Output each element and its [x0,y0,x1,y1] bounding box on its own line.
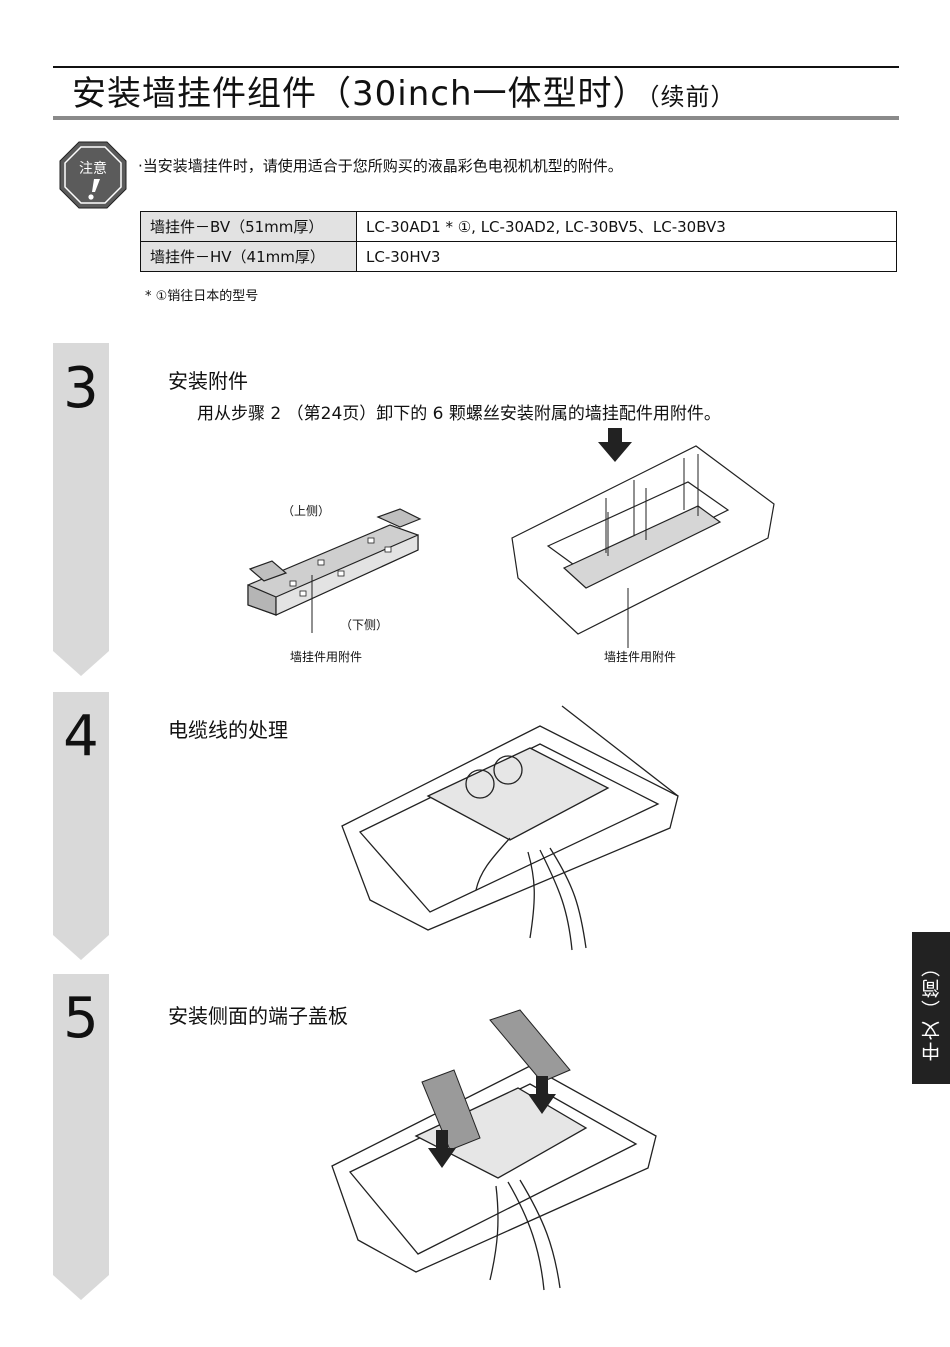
bracket-type-cell: 墙挂件－BV（51mm厚） [141,212,357,242]
step-5-number: 5 [53,987,109,1051]
bracket-illustration [240,505,430,635]
caution-icon-label: 注意 [79,160,107,177]
cable-routing-illustration [340,700,685,965]
bracket-label-right: 墙挂件用附件 [604,648,676,665]
upper-side-label: （上侧） [282,502,330,519]
step-3-number: 3 [53,357,109,421]
model-list-cell: LC-30HV3 [357,242,897,272]
language-tab-label: 中文（简） [918,956,945,1061]
terminal-cover-illustration [330,1010,660,1305]
lower-side-label: （下侧） [340,616,388,633]
step-5-title: 安装侧面的端子盖板 [168,1000,348,1029]
model-table: 墙挂件－BV（51mm厚） LC-30AD1 * ①, LC-30AD2, LC… [140,211,897,272]
step-4-title: 电缆线的处理 [168,714,288,743]
table-row: 墙挂件－HV（41mm厚） LC-30HV3 [141,242,897,272]
step-4-number: 4 [53,705,109,769]
header-top-rule [53,66,899,68]
page-title: 安装墙挂件组件（30inch一体型时）（续前） [72,72,736,119]
header-bottom-rule [53,116,899,120]
page-title-main: 安装墙挂件组件（30inch一体型时） [72,74,648,114]
page-title-sub: （续前） [648,83,736,111]
step-3-description: 用从步骤 2 （第24页）卸下的 6 颗螺丝安装附属的墙挂配件用附件。 [197,399,721,424]
language-tab: 中文（简） [912,932,950,1084]
bracket-label-left: 墙挂件用附件 [290,648,362,665]
down-arrow-icon [598,428,632,462]
side-cover-right [490,1010,570,1082]
caution-icon: 注意 [59,141,127,209]
table-footnote: * ①销往日本的型号 [145,285,258,304]
table-row: 墙挂件－BV（51mm厚） LC-30AD1 * ①, LC-30AD2, LC… [141,212,897,242]
model-list-cell: LC-30AD1 * ①, LC-30AD2, LC-30BV5、LC-30BV… [357,212,897,242]
caution-text: ·当安装墙挂件时，请使用适合于您所购买的液晶彩色电视机机型的附件。 [138,155,623,176]
step-3-title: 安装附件 [168,365,248,394]
tv-back-screws-illustration [508,428,778,648]
bracket-type-cell: 墙挂件－HV（41mm厚） [141,242,357,272]
